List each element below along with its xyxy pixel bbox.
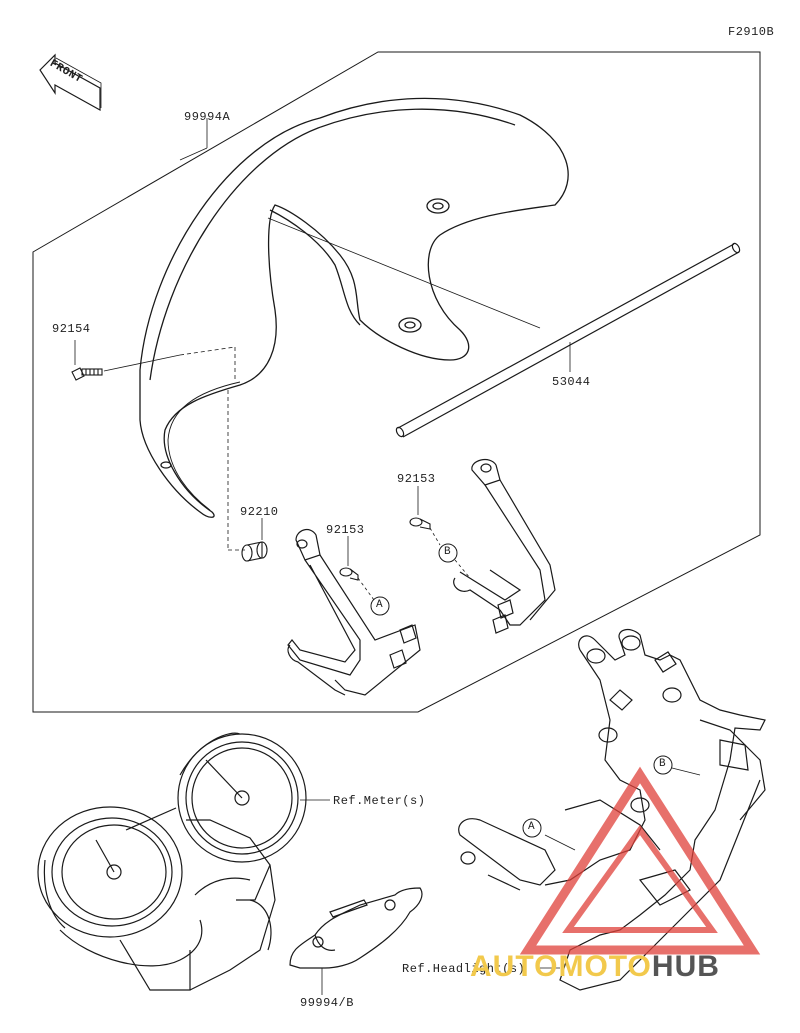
cover-part xyxy=(289,887,423,969)
callout-b-label: B xyxy=(444,546,452,558)
label-windshield: 99994A xyxy=(184,110,231,124)
label-screw-left: 92153 xyxy=(326,523,365,537)
callout-b-circle xyxy=(438,543,458,563)
callout-a-circle xyxy=(370,596,390,616)
watermark-triangle xyxy=(519,766,761,955)
label-rod: 53044 xyxy=(552,375,591,389)
callout-a2-label: A xyxy=(528,821,536,833)
watermark-part2: MOTO xyxy=(558,950,652,983)
headlight-stay xyxy=(458,628,766,991)
label-cover: 99994/B xyxy=(300,996,354,1010)
screw-right-part xyxy=(409,517,431,530)
rod-part xyxy=(395,242,741,438)
callout-b2-circle xyxy=(653,755,673,775)
watermark-text: AUTOMOTOHUB xyxy=(470,950,720,984)
bracket-left xyxy=(287,528,421,696)
collar-part xyxy=(241,541,268,562)
label-screw-right: 92153 xyxy=(397,472,436,486)
bracket-right xyxy=(453,458,556,634)
label-bolt-long: 92154 xyxy=(52,322,91,336)
windshield-shape xyxy=(139,97,569,518)
label-collar: 92210 xyxy=(240,505,279,519)
watermark-part3: HUB xyxy=(651,950,720,983)
group-frame xyxy=(32,51,761,713)
meter-cluster xyxy=(37,732,307,991)
watermark-part1: AUTO xyxy=(470,950,559,983)
bolt-part xyxy=(71,367,103,381)
callout-b2-label: B xyxy=(659,758,667,770)
diagram-code: F2910B xyxy=(728,25,775,39)
label-headlight-ref: Ref.Headlight(s) xyxy=(402,962,526,976)
callout-a-label: A xyxy=(376,599,384,611)
label-meter-ref: Ref.Meter(s) xyxy=(333,794,426,808)
callout-a2-circle xyxy=(522,818,542,838)
front-arrow-icon xyxy=(39,53,102,112)
screw-left-part xyxy=(339,567,359,581)
